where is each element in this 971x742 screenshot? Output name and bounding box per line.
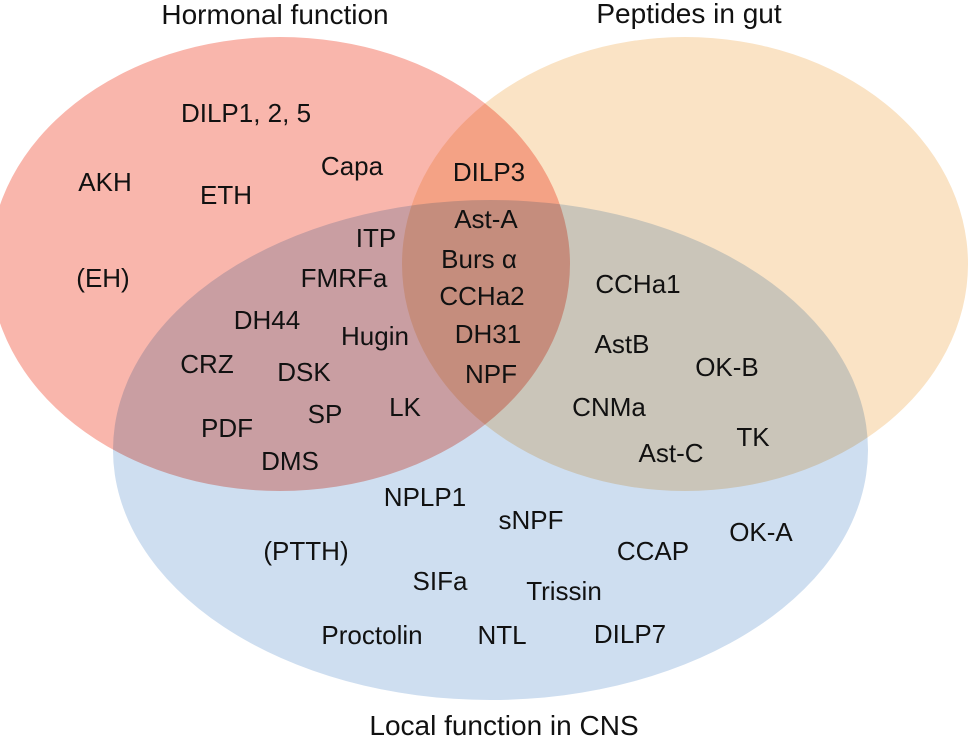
peptide-label: DILP3 xyxy=(452,157,526,187)
peptide-label: Ast-A xyxy=(454,204,518,234)
peptide-label: TK xyxy=(736,422,770,452)
peptide-label: NPLP1 xyxy=(383,482,467,512)
peptide-label: DSK xyxy=(277,357,331,387)
peptide-label: DILP7 xyxy=(593,619,667,649)
peptide-label: Proctolin xyxy=(321,620,423,650)
peptide-label: SIFa xyxy=(412,566,468,596)
peptide-label: PDF xyxy=(201,413,253,443)
peptide-label: NTL xyxy=(477,620,527,650)
peptide-label: ITP xyxy=(355,223,397,253)
peptide-label: DMS xyxy=(261,446,319,476)
peptide-label: NPF xyxy=(465,359,517,389)
peptide-label: CCAP xyxy=(616,536,690,566)
peptide-label: sNPF xyxy=(498,505,564,535)
peptide-label: DILP1, 2, 5 xyxy=(180,98,312,128)
peptide-label: CRZ xyxy=(180,349,234,379)
set-title-peptides-in-gut: Peptides in gut xyxy=(596,0,782,29)
peptide-label: (PTTH) xyxy=(263,536,349,566)
peptide-label: Hugin xyxy=(341,321,409,351)
peptide-label: CCHa2 xyxy=(439,281,525,311)
peptide-label: OK-B xyxy=(695,352,759,382)
peptide-label: DH44 xyxy=(233,305,301,335)
peptide-label: Trissin xyxy=(526,576,602,606)
peptide-label: LK xyxy=(389,392,421,422)
peptide-label: DH31 xyxy=(454,319,522,349)
peptide-label: Ast-C xyxy=(638,438,704,468)
peptide-label: FMRFa xyxy=(300,263,388,293)
peptide-label: Capa xyxy=(320,151,384,181)
peptide-label: SP xyxy=(307,399,343,429)
peptide-label: AKH xyxy=(78,167,132,197)
peptide-label: CNMa xyxy=(572,392,646,422)
peptide-label: AstB xyxy=(594,329,650,359)
set-title-local-function-cns: Local function in CNS xyxy=(369,710,639,741)
peptide-label: (EH) xyxy=(76,263,130,293)
set-title-hormonal-function: Hormonal function xyxy=(161,0,389,30)
peptide-label: ETH xyxy=(200,180,252,210)
peptide-label: CCHa1 xyxy=(595,269,681,299)
local-function-cns-ellipse xyxy=(113,200,868,700)
peptide-label: OK-A xyxy=(729,517,793,547)
peptide-label: Burs α xyxy=(441,244,517,274)
